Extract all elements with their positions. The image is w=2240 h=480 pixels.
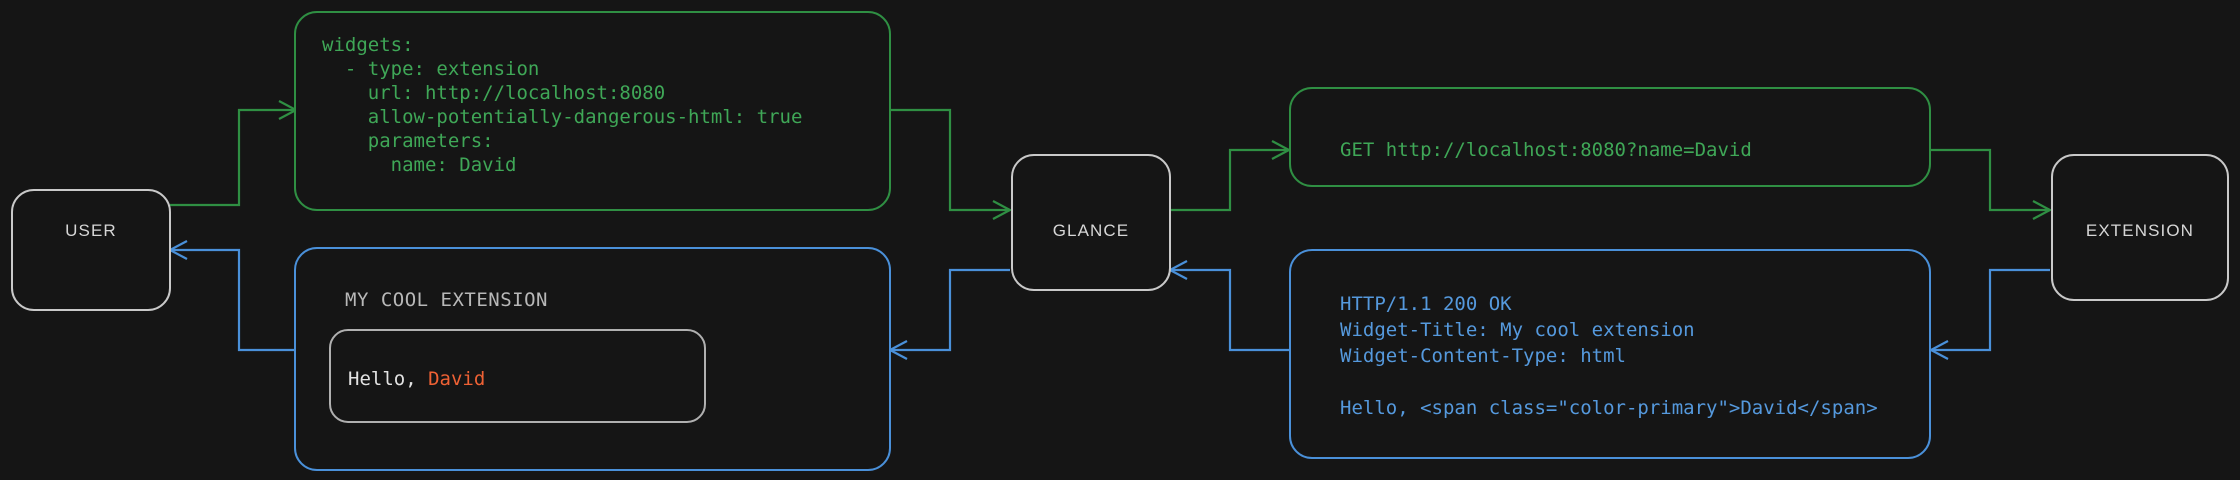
glance-config-yaml-frame: [294, 11, 891, 211]
rendered-widget-preview[interactable]: MY COOL EXTENSION Hello, David: [294, 247, 891, 471]
node-glance-label: GLANCE: [1053, 221, 1130, 240]
http-response-line: Widget-Content-Type: html: [1340, 345, 1626, 367]
edge-glance-to-request: [1170, 140, 1292, 212]
http-get-request-frame: [1289, 87, 1931, 187]
edge-extension-to-response: [1928, 268, 2050, 360]
node-extension-shape: [2051, 154, 2229, 301]
rendered-widget-card: [329, 329, 706, 423]
node-extension[interactable]: EXTENSION: [2051, 154, 2229, 301]
config-yaml-line: allow-potentially-dangerous-html: true: [322, 106, 802, 128]
http-response-line: HTTP/1.1 200 OK: [1340, 293, 1512, 315]
node-user[interactable]: USER: [11, 189, 171, 311]
http-response-frame: [1289, 249, 1931, 459]
node-extension-label: EXTENSION: [2086, 221, 2194, 240]
node-user-shape: [11, 189, 171, 311]
node-user-label: USER: [65, 221, 117, 240]
edge-widget-to-user: [167, 240, 296, 352]
config-yaml-line: name: David: [322, 154, 516, 176]
glance-config-yaml[interactable]: widgets: - type: extension url: http://l…: [294, 11, 891, 211]
rendered-widget-title: MY COOL EXTENSION: [345, 289, 548, 311]
http-response[interactable]: HTTP/1.1 200 OK Widget-Title: My cool ex…: [1289, 249, 1931, 459]
http-response-line: Widget-Title: My cool extension: [1340, 319, 1695, 341]
rendered-widget-name: David: [428, 368, 485, 390]
rendered-widget-body: Hello, David: [348, 368, 485, 390]
edge-request-to-extension: [1930, 148, 2053, 220]
config-yaml-line: url: http://localhost:8080: [322, 82, 665, 104]
rendered-widget-greeting: Hello,: [348, 368, 428, 390]
edge-config-to-glance: [889, 108, 1013, 220]
node-glance[interactable]: GLANCE: [1011, 154, 1171, 291]
config-yaml-line: parameters:: [322, 130, 494, 152]
http-get-request[interactable]: GET http://localhost:8080?name=David: [1289, 87, 1931, 187]
edge-glance-to-widget: [887, 268, 1010, 360]
config-yaml-line: widgets:: [322, 34, 414, 56]
edge-response-to-glance: [1167, 260, 1289, 352]
config-yaml-line: - type: extension: [322, 58, 539, 80]
http-get-request-line: GET http://localhost:8080?name=David: [1340, 139, 1752, 161]
node-glance-shape: [1011, 154, 1171, 291]
edge-user-to-config: [170, 100, 299, 207]
http-response-line: Hello, <span class="color-primary">David…: [1340, 397, 1878, 419]
